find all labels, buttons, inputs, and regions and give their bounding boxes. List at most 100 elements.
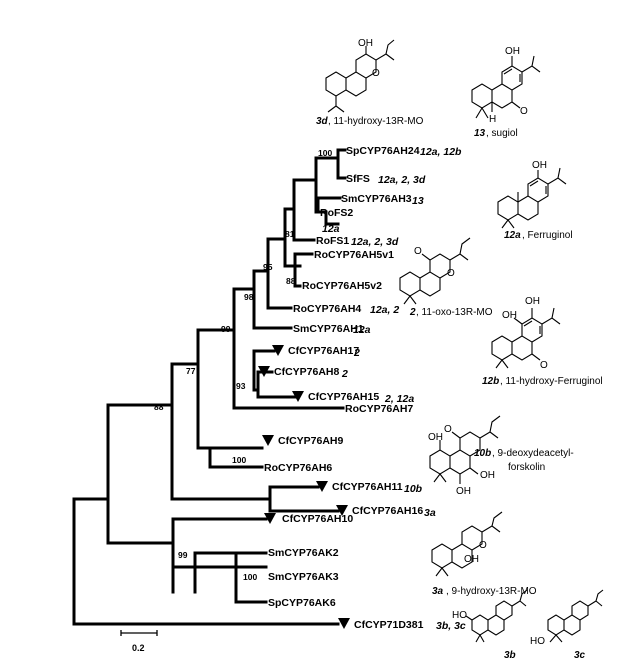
atom-label: HO (452, 610, 467, 621)
structure-12b: OH OH O (491, 296, 561, 371)
scale-bar: 0.2 (120, 630, 158, 653)
leaf-products: 12a, 2 (370, 304, 399, 316)
leaf-label: CfCYP76AH8 (274, 366, 340, 378)
compound-id: 12a (504, 230, 521, 241)
compound-name: , sugiol (486, 128, 518, 139)
atom-label: OH (428, 432, 443, 443)
leaf-products: 3b, 3c (436, 620, 466, 632)
leaf-products: 12a, 12b (420, 146, 462, 158)
leaf-label: RoFS2 (320, 207, 353, 219)
atom-label: O (447, 268, 455, 279)
collapsed-clade-icon (264, 513, 276, 524)
compound-id: 3d (316, 116, 329, 127)
leaf-label: CfCYP76AH10 (282, 513, 353, 525)
collapsed-clade-icon (338, 618, 350, 629)
leaf-products: 12a, 2, 3d (351, 236, 399, 248)
leaf-products: 13 (412, 195, 424, 207)
leaf-label: SmCYP76AK3 (268, 571, 339, 583)
leaf-label: RoCYP76AH6 (264, 462, 332, 474)
atom-label: O (479, 540, 487, 551)
bootstrap-value: 95 (263, 262, 273, 272)
tree-leaf-labels: SpCYP76AH24 12a, 12b SfFS 12a, 2, 3d SmC… (264, 145, 466, 632)
compound-id: 12b (482, 376, 499, 387)
structure-10b: O OH OH OH (428, 415, 501, 497)
leaf-products: 2 (341, 368, 348, 380)
leaf-label: RoCYP76AH5v1 (314, 249, 394, 261)
structure-2: O O (399, 237, 471, 305)
bootstrap-value: 88 (154, 402, 164, 412)
bootstrap-value: 100 (318, 148, 332, 158)
structure-3a: OH O (431, 511, 503, 577)
atom-label: OH (456, 486, 471, 497)
leaf-label: SmCYP76AK2 (268, 547, 339, 559)
compound-id: 10b (474, 448, 491, 459)
structure-12a: OH (497, 160, 567, 229)
compound-id: 3c (574, 650, 586, 661)
compound-id: 2 (409, 307, 416, 318)
atom-label: OH (532, 160, 547, 171)
collapsed-clade-icon (336, 505, 348, 516)
leaf-products: 2 (353, 347, 360, 359)
atom-label: O (372, 68, 380, 79)
leaf-label: CfCYP71D381 (354, 619, 424, 631)
atom-label: H (489, 114, 496, 125)
structure-3b: HO (452, 589, 528, 643)
leaf-products: 3a (424, 507, 436, 519)
leaf-label: RoCYP76AH5v2 (302, 280, 382, 292)
leaf-label: SpCYP76AK6 (268, 597, 336, 609)
leaf-label: CfCYP76AH9 (278, 435, 344, 447)
atom-label: OH (358, 38, 373, 49)
bootstrap-value: 99 (178, 550, 188, 560)
compound-name: , 11-hydroxy-Ferruginol (500, 376, 603, 387)
leaf-label: SfFS (346, 173, 370, 185)
compound-id: 3b (504, 650, 516, 661)
collapsed-clade-icon (292, 391, 304, 402)
compound-name: , 11-hydroxy-13R-MO (328, 116, 424, 127)
atom-label: O (520, 106, 528, 117)
leaf-label: CfCYP76AH11 (332, 481, 403, 493)
atom-label: O (414, 246, 422, 257)
leaf-products: 12a, 2, 3d (378, 174, 426, 186)
compound-name: , 11-oxo-13R-MO (416, 307, 493, 318)
leaf-label: RoFS1 (316, 235, 349, 247)
bootstrap-values: 100 81 95 88 98 99 93 77 88 100 99 100 (154, 148, 332, 582)
atom-label: O (540, 360, 548, 371)
bootstrap-value: 100 (232, 455, 246, 465)
compound-name: , 9-deoxydeacetyl- (492, 448, 574, 459)
leaf-products: 2, 12a (384, 393, 414, 405)
atom-label: OH (502, 310, 517, 321)
leaf-products: 12a (322, 223, 340, 235)
bootstrap-value: 88 (286, 276, 296, 286)
collapsed-clade-markers (258, 345, 350, 629)
compound-name: , Ferruginol (522, 230, 573, 241)
compound-name-line2: forskolin (508, 462, 545, 473)
leaf-label: SmCYP76AH3 (341, 193, 412, 205)
leaf-label: SpCYP76AH24 (346, 145, 420, 157)
leaf-label: RoCYP76AH7 (345, 403, 413, 415)
bootstrap-value: 81 (285, 229, 295, 239)
bootstrap-value: 100 (243, 572, 257, 582)
structure-13: OH O H (471, 46, 541, 125)
scale-bar-label: 0.2 (132, 643, 145, 653)
leaf-label: CfCYP76AH16 (352, 505, 423, 517)
atom-label: OH (525, 296, 540, 307)
structure-3c: HO (530, 589, 604, 647)
compound-id: 3a (432, 586, 444, 597)
collapsed-clade-icon (262, 435, 274, 446)
leaf-label: CfCYP76AH15 (308, 391, 379, 403)
leaf-label: SmCYP76AH1 (293, 323, 364, 335)
compound-id: 13 (474, 128, 486, 139)
collapsed-clade-icon (316, 481, 328, 492)
leaf-products: 10b (404, 483, 423, 495)
structure-3d: OH O (325, 38, 395, 113)
collapsed-clade-icon (258, 366, 270, 377)
atom-label: OH (464, 554, 479, 565)
leaf-label: RoCYP76AH4 (293, 303, 361, 315)
bootstrap-value: 93 (236, 381, 246, 391)
compound-name: , 9-hydroxy-13R-MO (446, 586, 537, 597)
bootstrap-value: 77 (186, 366, 196, 376)
atom-label: OH (480, 470, 495, 481)
collapsed-clade-icon (272, 345, 284, 356)
tree-branches (72, 148, 347, 626)
